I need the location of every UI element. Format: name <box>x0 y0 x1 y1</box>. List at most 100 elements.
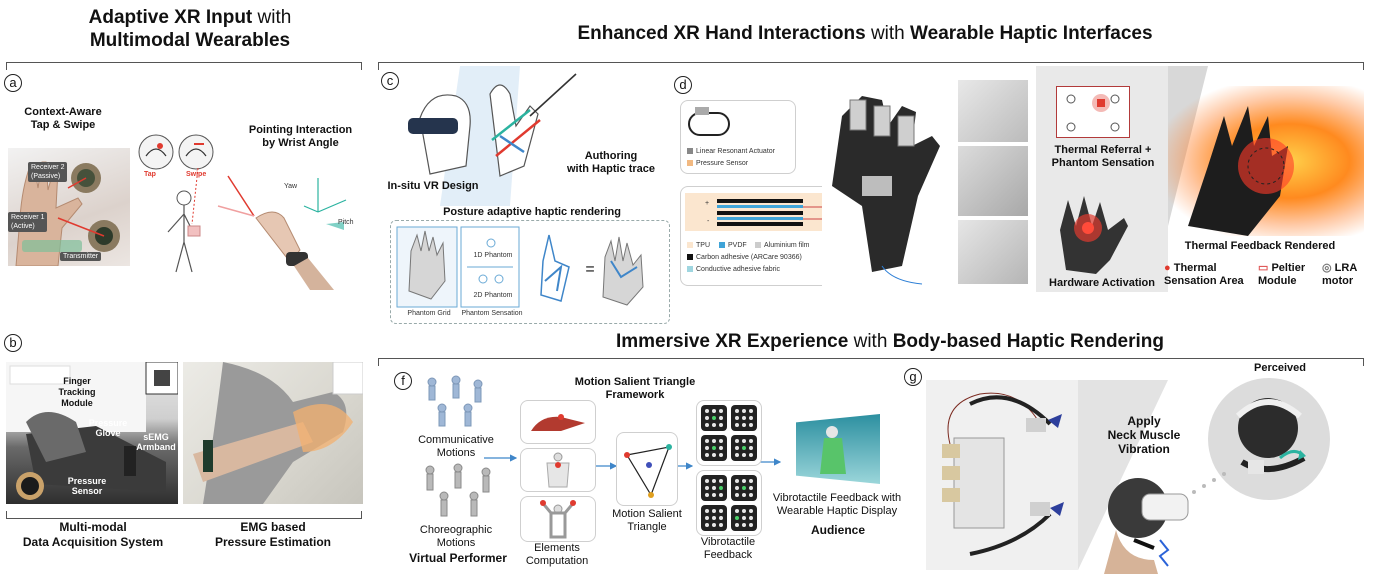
conductive-text: Conductive adhesive fabric <box>696 266 781 273</box>
choreographic-label: Choreographic Motions <box>410 524 502 550</box>
posture-box: Phantom Grid 1D Phantom 2D Phantom Phant… <box>390 220 670 324</box>
divider-adaptive <box>6 62 362 71</box>
vibro-motor <box>735 509 739 513</box>
pitch-label: Pitch <box>338 219 354 226</box>
legend-thermal-line2: Sensation Area <box>1164 275 1244 287</box>
pressure-glove-line1: Pressure <box>88 418 128 428</box>
vibro-motor <box>735 439 739 443</box>
context-aware-label: Context-Aware Tap & Swipe <box>8 106 118 132</box>
phantom-1d-label: 1D Phantom <box>473 252 513 259</box>
aluminium-text: Aluminium film <box>764 242 810 249</box>
panel-label-a: a <box>4 74 22 92</box>
divider-enhanced <box>378 62 1364 71</box>
display-line2: Wearable Haptic Display <box>776 505 898 517</box>
caption-emg-line2: Pressure Estimation <box>214 535 332 549</box>
panel-label-c: c <box>381 72 399 90</box>
mst-label: Motion Salient Triangle <box>600 508 694 534</box>
lra-illustration <box>688 107 730 136</box>
data-acquisition-photo: Finger Tracking Module Pressure Glove sE… <box>6 362 178 504</box>
pvdf-stack-illustration <box>685 193 831 231</box>
panel-label-b: b <box>4 334 22 352</box>
vibro-motor <box>712 439 716 443</box>
vibro-motor <box>705 423 709 427</box>
thermal-referral-line2: Phantom Sensation <box>1051 157 1155 169</box>
vibro-motor <box>749 446 753 450</box>
posture-label: Posture adaptive haptic rendering <box>443 206 621 218</box>
vibro-motor <box>742 446 746 450</box>
title-adaptive-with: with <box>252 7 292 28</box>
vibro-motor <box>742 423 746 427</box>
semg-line1: sEMG <box>143 432 169 442</box>
receiver1-text: Receiver 1 <box>11 214 45 221</box>
vibro-motor <box>735 516 739 520</box>
element-card-2 <box>520 448 596 492</box>
tap-swipe-illustration: Tap Swipe <box>134 134 234 274</box>
audience-scene <box>796 414 880 484</box>
communicative-line2: Motions <box>436 447 476 459</box>
title-immersive: Immersive XR Experience with Body-based … <box>420 330 1360 353</box>
vibro-motor <box>705 523 709 527</box>
vibro-motor <box>712 446 716 450</box>
panel-label-f: f <box>394 372 412 390</box>
finger-line2: Tracking <box>58 387 96 397</box>
authoring-line1: Authoring <box>584 150 638 162</box>
vibro-motor <box>705 486 709 490</box>
vibro-motor <box>712 509 716 513</box>
apply-label: Apply Neck Muscle Vibration <box>1094 414 1194 456</box>
vibro-motor <box>712 516 716 520</box>
vibro-motor <box>719 486 723 490</box>
receiver2-text: Receiver 2 <box>31 164 65 171</box>
vibro-motor <box>735 416 739 420</box>
thermal-referral-label: Thermal Referral + Phantom Sensation <box>1040 144 1166 170</box>
legend-lra-line2: motor <box>1322 275 1354 287</box>
caption-da-line1: Multi-modal <box>59 520 127 534</box>
vibro-motor <box>742 493 746 497</box>
equals-sign: = <box>585 261 595 278</box>
neck-panel-projection <box>1078 380 1168 570</box>
vibro-card-1 <box>696 400 762 466</box>
title-adaptive-line2: Multimodal Wearables <box>89 30 291 51</box>
lra-text: Linear Resonant Actuator <box>696 148 775 155</box>
vibro-motor <box>742 479 746 483</box>
vibro-motor <box>719 409 723 413</box>
framework-line2: Framework <box>605 389 665 401</box>
authoring-line2: with Haptic trace <box>566 163 656 175</box>
receiver2-tag: Receiver 2 (Passive) <box>28 162 68 182</box>
vibro-motor <box>705 509 709 513</box>
vibro-line1: Vibrotactile <box>700 536 756 548</box>
thermal-referral-line1: Thermal Referral + <box>1054 144 1152 156</box>
pvdf-card: + - TPU PVDF Aluminium film Carbon adhes… <box>680 186 836 286</box>
vibro-motor <box>742 439 746 443</box>
vibro-grid-2 <box>701 475 757 531</box>
caption-emg-pressure: EMG based Pressure Estimation <box>183 520 363 550</box>
transmitter-text: Transmitter <box>63 253 99 260</box>
framework-line1: Motion Salient Triangle <box>574 376 696 388</box>
pressure-sensor-line1: Pressure <box>67 476 107 486</box>
receiver2-sub: (Passive) <box>31 173 61 180</box>
user-headset <box>1094 470 1194 574</box>
lra-legend: Linear Resonant Actuator <box>687 147 775 156</box>
plus-sign: + <box>705 200 710 207</box>
virtual-performer-label: Virtual Performer <box>409 551 507 565</box>
mst-card <box>616 432 678 506</box>
title-immersive-bold1: Immersive XR Experience <box>615 331 849 352</box>
pressure-sensor-legend: Pressure Sensor <box>687 159 748 168</box>
vibro-motor <box>735 423 739 427</box>
phantom-2d-label: 2D Phantom <box>473 292 513 299</box>
aluminium-legend: Aluminium film <box>755 241 810 250</box>
pointing-illustration: Yaw Pitch <box>214 166 364 290</box>
vibro-motor <box>749 509 753 513</box>
vibro-motor <box>749 416 753 420</box>
vibro-motor <box>719 509 723 513</box>
vibro-motor <box>712 423 716 427</box>
pvdf-text: PVDF <box>728 242 747 249</box>
vr-design-illustration <box>400 66 670 206</box>
finger-line3: Module <box>61 398 93 408</box>
title-adaptive: Adaptive XR Input with Multimodal Wearab… <box>40 6 340 52</box>
pressure-sensor-label: Pressure Sensor <box>62 476 112 496</box>
phantom-grid-label: Phantom Grid <box>407 310 451 317</box>
legend-lra-line1: LRA <box>1334 262 1358 274</box>
mst-line2: Triangle <box>627 521 667 533</box>
vibro-motor <box>719 523 723 527</box>
vibro-motor <box>719 439 723 443</box>
